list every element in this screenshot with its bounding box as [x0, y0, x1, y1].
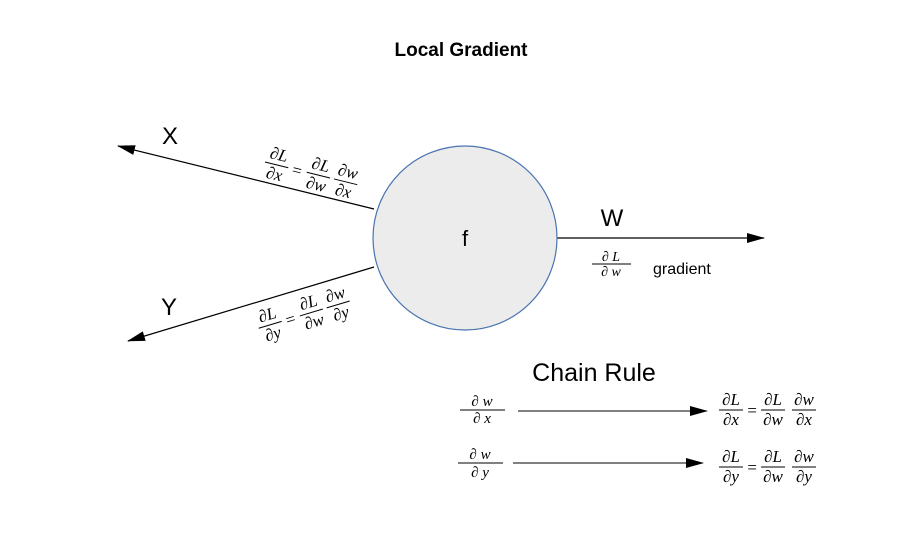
edge-y: [127, 266, 375, 342]
frac-bar: [299, 308, 324, 317]
chain-r1-num: ∂L: [764, 390, 782, 409]
grad-x-r2-den: ∂x: [333, 180, 353, 202]
chain-lhs-den: ∂x: [723, 410, 739, 429]
frac-bar: [326, 300, 350, 309]
output-grad-den: ∂ w: [601, 265, 621, 280]
edge-x: [117, 145, 375, 210]
chain-r2-num: ∂w: [794, 447, 814, 466]
chain-rule-row: ∂ w ∂ x ∂L ∂x = ∂L ∂w ∂w ∂x: [460, 390, 816, 429]
frac-bar: [258, 320, 282, 329]
equals-sign: =: [746, 458, 757, 477]
chain-r1-den: ∂w: [763, 410, 783, 429]
frac-bar: [306, 171, 331, 179]
output-w-label: W: [601, 205, 624, 232]
equals-sign: =: [282, 309, 298, 330]
grad-x-lhs-num: ∂L: [268, 143, 290, 166]
chain-lhs-num: ∂L: [722, 390, 740, 409]
input-y-label: Y: [161, 294, 177, 321]
chain-lhs-den: ∂y: [723, 467, 739, 486]
output-gradient: ∂ L ∂ w gradient: [592, 250, 711, 280]
chain-r2-num: ∂w: [794, 390, 814, 409]
output-grad-num: ∂ L: [602, 250, 620, 265]
chain-rule-title: Chain Rule: [532, 359, 656, 387]
grad-x-lhs-den: ∂x: [264, 163, 284, 185]
chain-r1-den: ∂w: [763, 467, 783, 486]
gradient-label: gradient: [653, 261, 711, 278]
node-f: [372, 145, 558, 331]
input-x-label: X: [162, 123, 178, 150]
grad-y-lhs-den: ∂y: [263, 322, 284, 345]
chain-r1-num: ∂L: [764, 447, 782, 466]
chain-r2-den: ∂y: [796, 467, 812, 486]
grad-x-formula: ∂L ∂x = ∂L ∂w ∂w ∂x: [264, 143, 360, 202]
node-label: f: [462, 226, 469, 251]
frac-bar: [333, 178, 358, 186]
local-grad-num: ∂ w: [469, 447, 490, 463]
grad-y-lhs-num: ∂L: [256, 303, 279, 326]
equals-sign: =: [746, 401, 757, 420]
grad-y-formula: ∂L ∂y = ∂L ∂w ∂w ∂y: [256, 282, 352, 345]
chain-lhs-num: ∂L: [722, 447, 740, 466]
local-grad-num: ∂ w: [471, 394, 492, 410]
equals-sign: =: [289, 160, 305, 181]
frac-bar: [264, 161, 289, 169]
grad-x-r1-num: ∂L: [310, 154, 332, 177]
grad-y-r1-num: ∂L: [297, 291, 320, 314]
diagram-title: Local Gradient: [394, 40, 528, 61]
grad-x-r1-den: ∂w: [304, 173, 328, 196]
local-grad-den: ∂ y: [471, 465, 489, 481]
chain-r2-den: ∂x: [796, 410, 812, 429]
grad-y-r2-den: ∂y: [331, 302, 352, 325]
chain-rule-row: ∂ w ∂ y ∂L ∂y = ∂L ∂w ∂w ∂y: [458, 447, 816, 486]
grad-x-r2-num: ∂w: [336, 160, 360, 183]
local-grad-den: ∂ x: [473, 411, 491, 427]
